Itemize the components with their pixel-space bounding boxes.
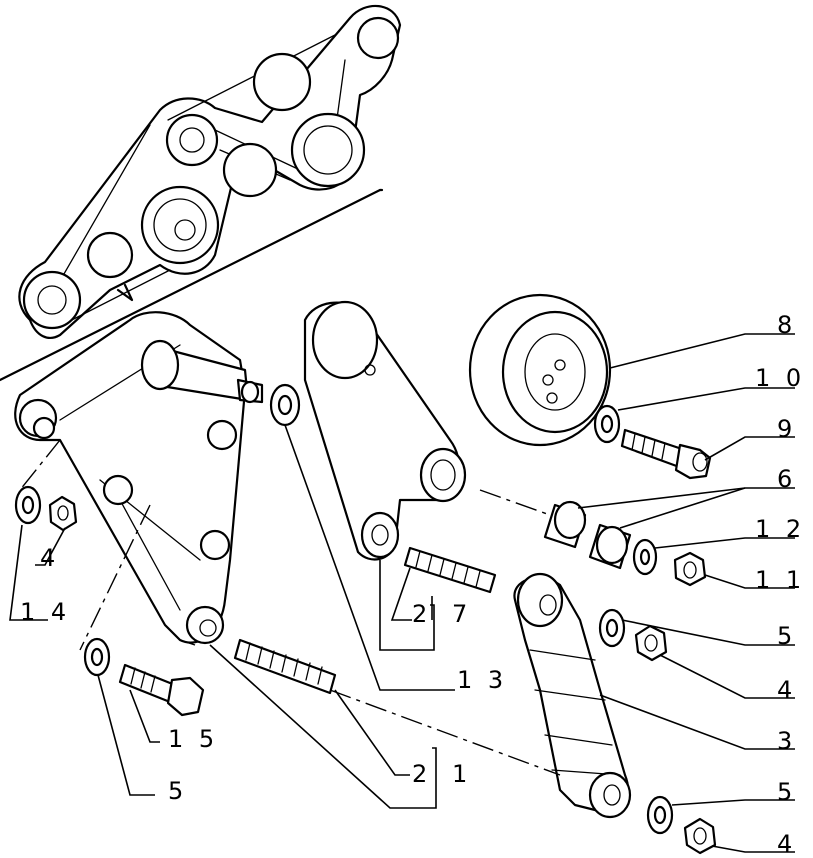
callout-7: 7 (452, 600, 471, 628)
washer-12 (632, 538, 658, 576)
tensioner-arm (303, 300, 467, 561)
callout-10: 1 0 (755, 364, 805, 392)
callout-labels: 8 1 0 9 6 1 2 1 1 5 4 3 5 4 2 7 1 3 2 1 … (20, 311, 805, 858)
stud-7 (403, 546, 497, 594)
washer-13 (269, 383, 301, 427)
callout-12: 1 2 (755, 515, 805, 543)
callout-4-right: 4 (777, 676, 796, 704)
callout-9: 9 (777, 415, 796, 443)
callout-2-lower: 2 (412, 760, 431, 788)
bushings-6 (543, 500, 632, 570)
callout-4-left: 4 (40, 544, 59, 572)
leader-lines (9, 333, 795, 853)
washer-5-right (598, 608, 626, 648)
washer-5-bottom (646, 795, 674, 835)
mounting-bracket (14, 311, 264, 645)
callout-2-upper: 2 (412, 600, 431, 628)
bolt-9 (620, 428, 712, 480)
callout-5-left: 5 (168, 777, 187, 805)
callout-1: 1 (452, 760, 471, 788)
callout-11: 1 1 (755, 566, 805, 594)
alignment-lines (19, 439, 561, 776)
callout-15: 1 5 (168, 725, 218, 753)
washer-14 (14, 485, 42, 525)
callout-4-bottom: 4 (777, 830, 796, 858)
nut-4-bottom (683, 817, 717, 855)
washer-5-left (83, 637, 111, 677)
callout-6: 6 (777, 465, 796, 493)
nut-11 (673, 551, 707, 587)
callout-5-bottom: 5 (777, 778, 796, 806)
stud-1 (233, 638, 337, 695)
callout-8: 8 (777, 311, 796, 339)
belt-routing-inset (0, 4, 402, 382)
callout-14: 1 4 (20, 598, 70, 626)
callout-3: 3 (777, 727, 796, 755)
bolt-15 (118, 663, 205, 717)
callout-13: 1 3 (457, 666, 507, 694)
damper-3 (513, 572, 632, 819)
washer-10 (593, 404, 621, 444)
pulley-8 (468, 293, 612, 447)
nut-4-left (48, 495, 78, 532)
callout-5-right: 5 (777, 622, 796, 650)
